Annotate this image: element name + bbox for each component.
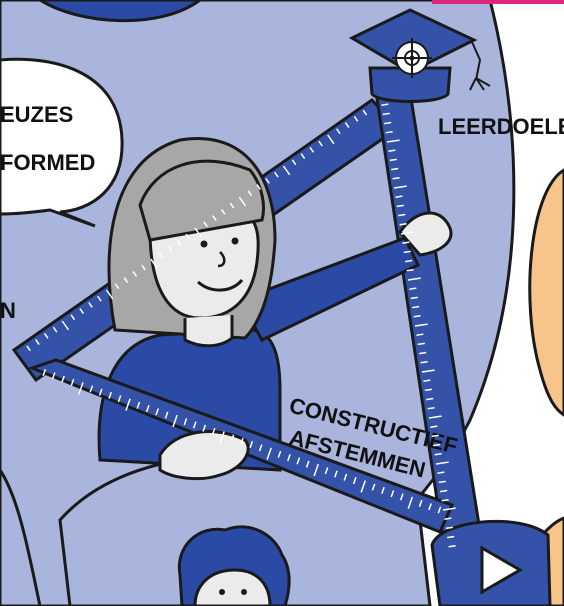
ruler-tick <box>449 546 456 547</box>
ruler-tick <box>435 454 442 455</box>
ruler-tick <box>402 242 409 243</box>
ruler-tick <box>391 169 398 170</box>
second-person <box>179 527 289 606</box>
second-person-eye-right <box>241 589 247 595</box>
ruler-tick <box>440 491 447 492</box>
second-person-eye-left <box>219 589 225 595</box>
ruler-tick <box>418 343 425 344</box>
ruler-tick <box>433 445 440 446</box>
ruler-tick <box>439 481 446 482</box>
ruler-tick <box>409 288 416 289</box>
ruler-tick <box>425 389 432 390</box>
ruler-tick <box>390 159 397 160</box>
ruler-tick <box>393 178 400 179</box>
ruler-tick <box>419 353 426 354</box>
ruler-tick <box>430 426 437 427</box>
person-eye-left <box>201 241 208 248</box>
left-edge-letter: N <box>0 298 16 323</box>
ruler-tick <box>407 270 414 271</box>
ruler-tick <box>411 297 418 298</box>
ruler-tick <box>388 150 395 151</box>
ruler-tick <box>400 224 407 225</box>
ruler-tick <box>386 132 393 133</box>
person-neck <box>185 315 232 346</box>
ruler-tick <box>416 334 423 335</box>
graduation-cap-bottom <box>432 521 550 606</box>
ruler-tick <box>381 104 388 105</box>
ruler-tick <box>432 435 439 436</box>
ruler-tick <box>383 113 390 114</box>
ruler-tick <box>446 527 453 528</box>
speech-text-line2: FORMED <box>0 150 95 175</box>
ruler-tick <box>426 399 433 400</box>
label-leerdoelen: LEERDOELEI <box>438 114 564 139</box>
ruler-tick <box>428 408 435 409</box>
ruler-tick <box>404 251 411 252</box>
ruler-tick <box>423 380 430 381</box>
ruler-tick <box>405 261 412 262</box>
ruler-tick <box>444 518 451 519</box>
top-pink-bar <box>432 0 564 4</box>
ruler-tick <box>442 500 449 501</box>
ruler-tick <box>421 362 428 363</box>
ruler-tick <box>414 316 421 317</box>
ruler-tick <box>384 123 391 124</box>
ruler-tick <box>395 196 402 197</box>
ruler-tick <box>397 205 404 206</box>
ruler-tick <box>412 307 419 308</box>
speech-text-line1: EUZES <box>0 102 73 127</box>
ruler-tick <box>437 472 444 473</box>
ruler-tick <box>447 537 454 538</box>
ruler-tick <box>398 215 405 216</box>
person-eye-right <box>232 238 239 245</box>
